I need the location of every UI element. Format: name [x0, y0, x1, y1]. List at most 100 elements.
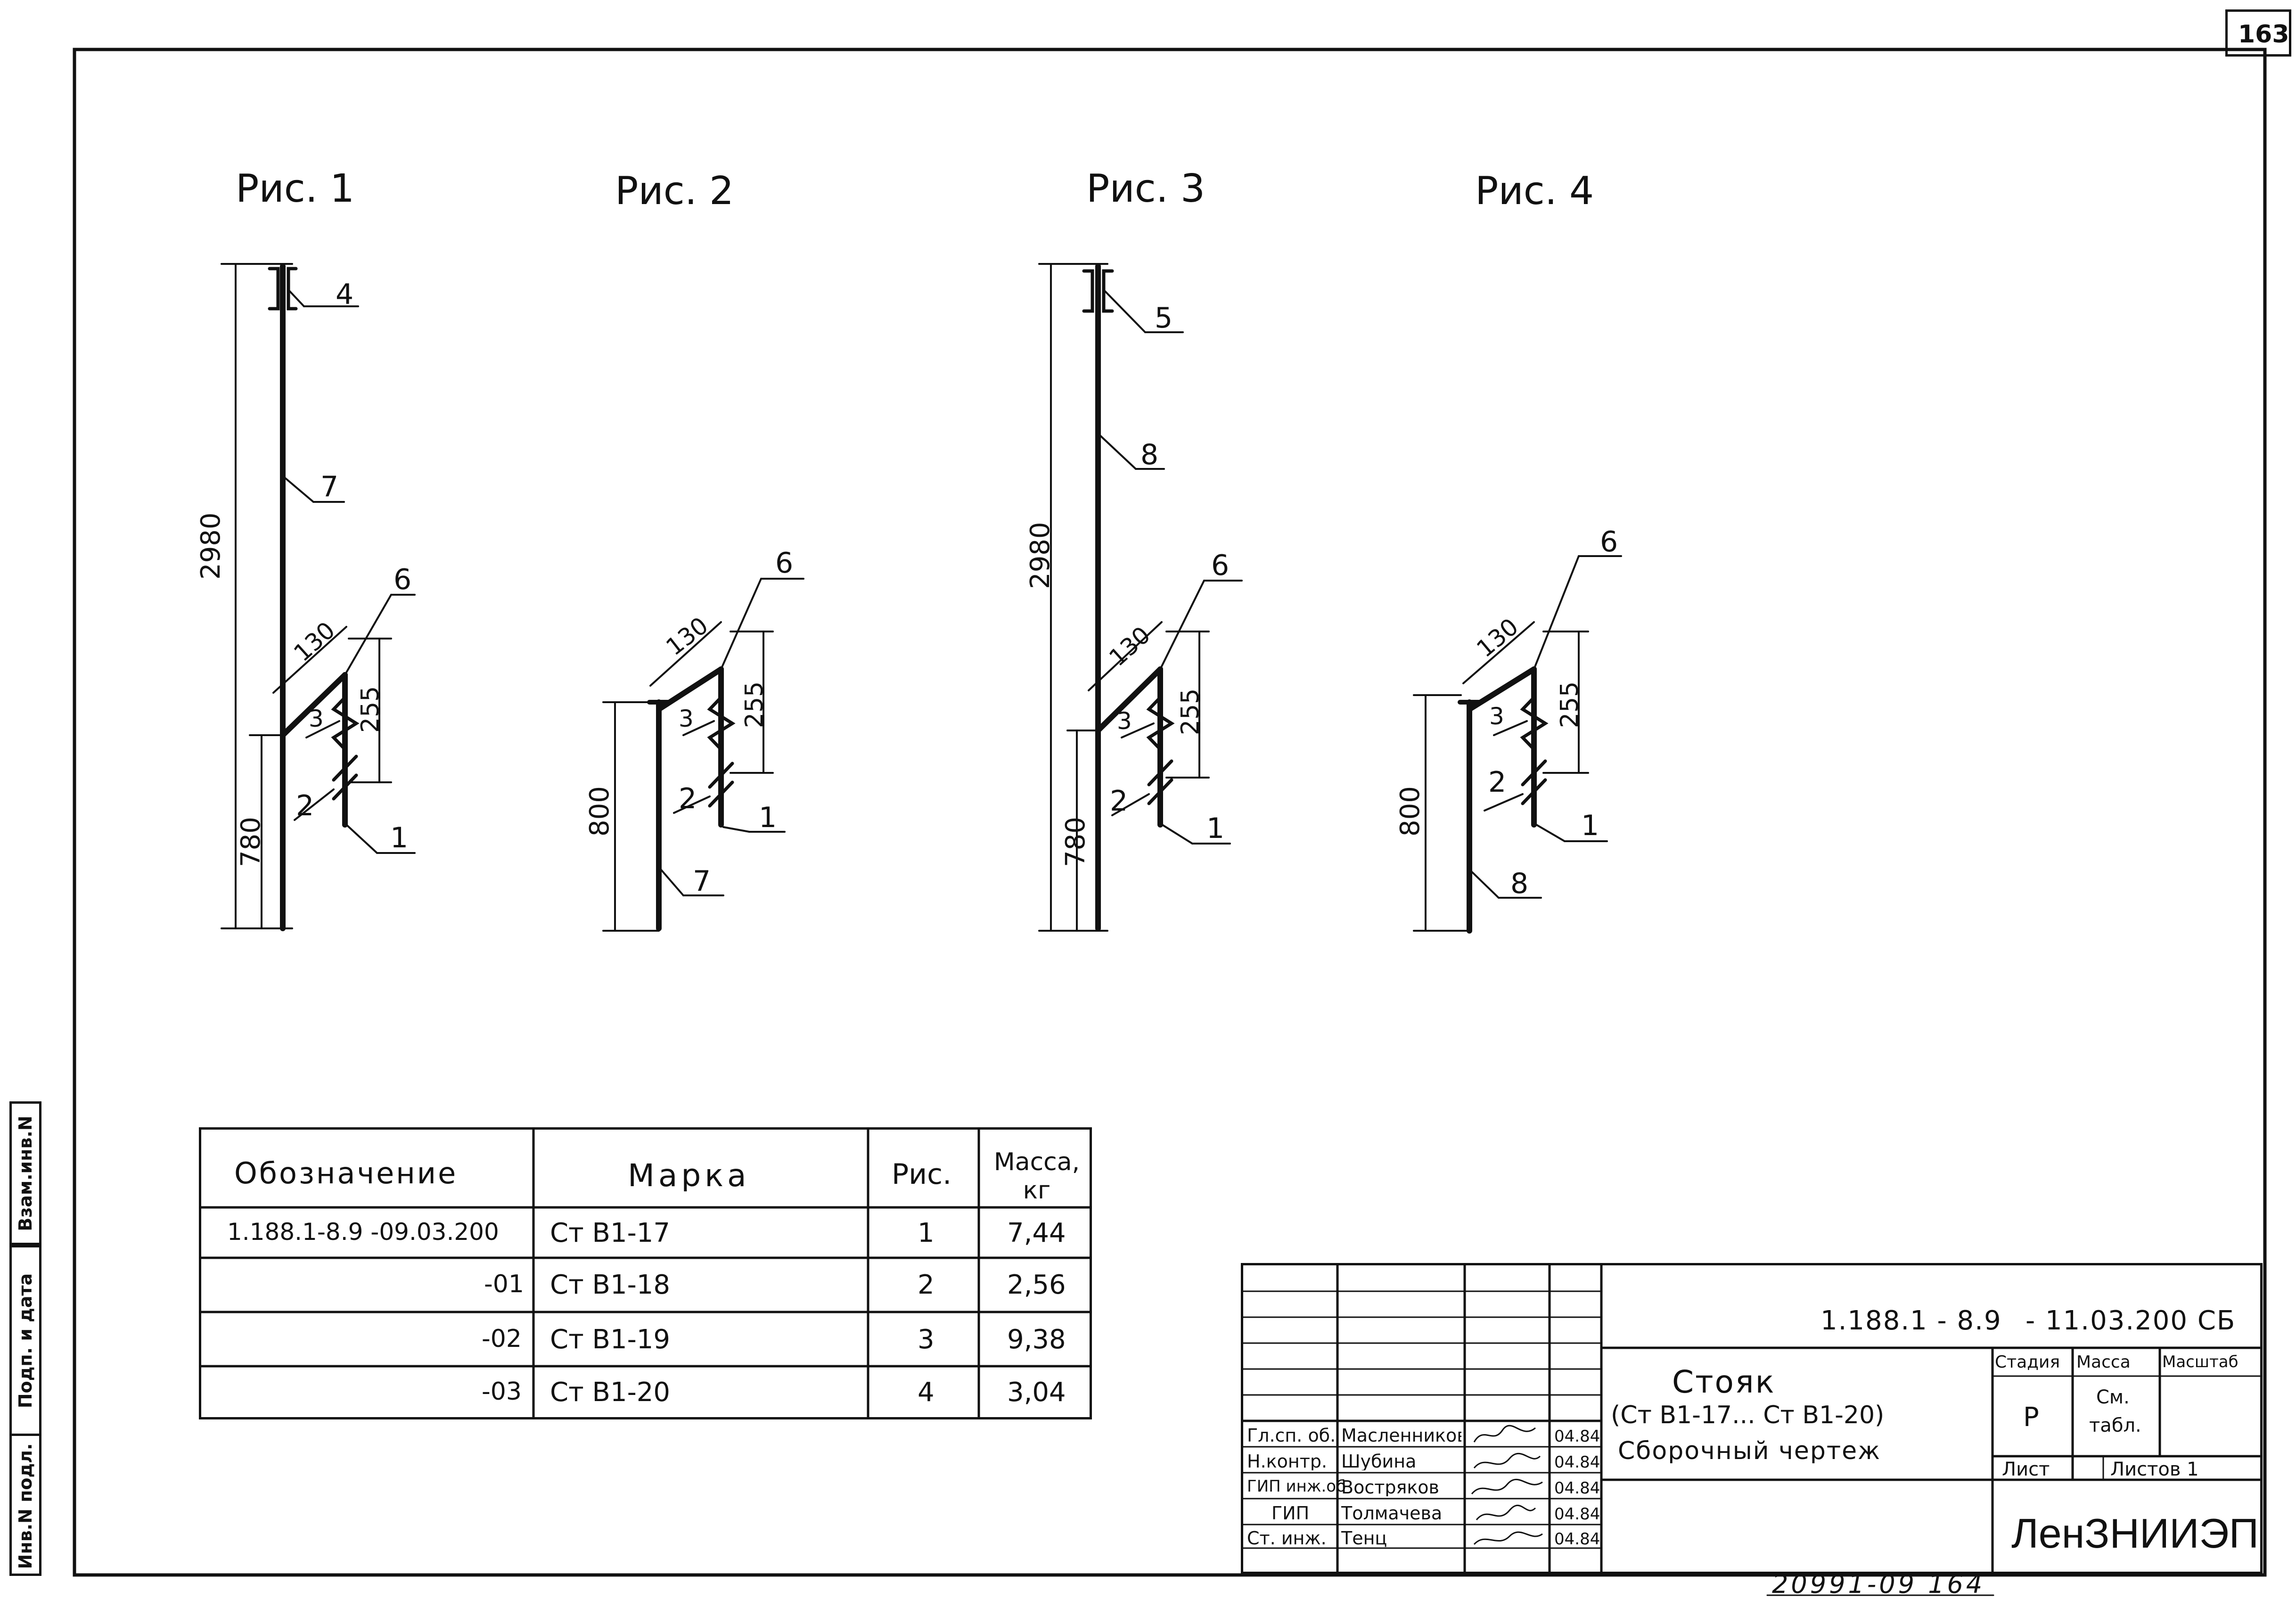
sig-name-2: Шубина [1341, 1452, 1417, 1470]
fig1-label-clamp: 2 [296, 789, 314, 822]
fig3-label-base: 1 [1206, 812, 1225, 845]
specification-table: Обозначение Марка Рис. Масса, кг 1.188.1… [199, 1127, 1092, 1419]
sig-name-4: Толмачева [1341, 1504, 1443, 1522]
header-mass-tb: Масса [2076, 1354, 2131, 1371]
row1-fig: 1 [918, 1220, 935, 1246]
header-mass: Масса, кг [993, 1148, 1080, 1205]
bottom-code: 20991-09 164 [1772, 1569, 1985, 1599]
table-grid [201, 1130, 1090, 1417]
doc-code: 1.188.1 - 8.9 [1820, 1308, 2002, 1334]
sig-name-1: Масленников [1341, 1427, 1461, 1444]
fig1-dim-span: 255 [356, 686, 385, 733]
fig1-dim-lower: 780 [236, 817, 266, 867]
row1-mark: Ст В1-17 [550, 1220, 671, 1246]
sheet-frame [73, 48, 2267, 1577]
figure-4-title: Рис. 4 [1475, 169, 1594, 213]
signature-scribbles [1471, 1425, 1543, 1545]
row2-mass: 2,56 [1007, 1272, 1066, 1298]
fig2-dim-span: 255 [740, 681, 769, 728]
row4-fig: 4 [918, 1379, 935, 1406]
fig1-label-spring: 3 [309, 705, 324, 732]
fig4-dim-span: 255 [1556, 681, 1584, 728]
fig1-dim-total: 2980 [196, 512, 226, 580]
organization-name: ЛенЗНИИЭП [2011, 1513, 2259, 1554]
fig3-label-clamp: 2 [1110, 785, 1128, 818]
fig2-label-spring: 3 [679, 705, 694, 732]
sig-role-4: ГИП [1271, 1504, 1310, 1522]
row2-fig: 2 [918, 1272, 935, 1298]
fig3-dim-total: 2980 [1025, 522, 1056, 589]
fig3-dim-span: 255 [1176, 688, 1205, 735]
fig3-label-rod: 8 [1140, 438, 1159, 471]
sig-name-3: Востряков [1341, 1478, 1439, 1496]
doc-suffix: - 11.03.200 СБ [2025, 1308, 2236, 1334]
fig1-label-top-item: 4 [336, 278, 354, 311]
row3-designation: -02 [482, 1327, 522, 1351]
sig-date-5: 04.84 [1554, 1531, 1600, 1547]
fig1-label-base: 1 [390, 821, 409, 854]
sig-role-3: ГИП инж.об [1247, 1478, 1346, 1494]
page-number: 163 [2238, 20, 2289, 49]
doc-name-line1: Стояк [1672, 1367, 1776, 1398]
row4-mass: 3,04 [1007, 1379, 1066, 1406]
figure-4-drawing [1413, 555, 1622, 934]
side-cell-inv-podl: Инв.N подл. [15, 1443, 36, 1569]
header-designation: Обозначение [234, 1159, 458, 1188]
row3-mass: 9,38 [1007, 1327, 1066, 1353]
header-stage: Стадия [1995, 1354, 2060, 1371]
sig-name-5: Тенц [1341, 1529, 1387, 1547]
sig-date-1: 04.84 [1554, 1428, 1600, 1444]
sig-role-2: Н.контр. [1247, 1452, 1328, 1470]
figure-2-title: Рис. 2 [615, 169, 734, 213]
row4-designation: -03 [482, 1379, 522, 1404]
sig-role-5: Ст. инж. [1247, 1529, 1327, 1547]
fig2-label-clamp: 2 [679, 782, 697, 815]
figure-1-title: Рис. 1 [236, 166, 355, 211]
header-scale: Масштаб [2162, 1354, 2239, 1370]
fig3-label-bracket: 6 [1211, 549, 1230, 582]
figure-3-title: Рис. 3 [1086, 166, 1205, 211]
header-mark: Марка [628, 1160, 750, 1191]
figure-1-drawing [221, 263, 416, 931]
fig4-label-spring: 3 [1489, 703, 1504, 730]
fig4-label-clamp: 2 [1488, 766, 1507, 799]
stage-value: Р [2023, 1404, 2039, 1431]
row2-designation: -01 [484, 1272, 524, 1296]
sig-date-3: 04.84 [1554, 1480, 1600, 1496]
row1-mass: 7,44 [1007, 1220, 1066, 1246]
fig1-label-rod: 7 [320, 470, 339, 503]
title-block: Гл.сп. об. Масленников 04.84 Н.контр. Шу… [1241, 1263, 2263, 1574]
title-block-grid [1243, 1265, 2260, 1572]
header-fig: Рис. [892, 1160, 952, 1189]
sig-role-1: Гл.сп. об. [1247, 1427, 1336, 1444]
doc-name-line3: Сборочный чертеж [1618, 1439, 1881, 1463]
fig3-label-spring: 3 [1117, 707, 1132, 735]
fig4-label-base: 1 [1581, 809, 1599, 842]
fig2-label-base: 1 [759, 801, 777, 834]
row3-mark: Ст В1-19 [550, 1327, 671, 1353]
side-cell-vzam-inv: Взам.инв.N [12, 1104, 39, 1245]
side-cell-podp-data: Подп. и дата [12, 1245, 39, 1436]
fig4-label-rod: 8 [1510, 867, 1529, 900]
page-number-box: 163 [2225, 9, 2291, 57]
fig3-dim-lower: 780 [1060, 817, 1091, 867]
fig1-label-bracket: 6 [394, 563, 412, 596]
row3-fig: 3 [918, 1327, 935, 1353]
doc-name-line2: (Ст В1-17... Ст В1-20) [1611, 1403, 1885, 1427]
fig4-label-bracket: 6 [1600, 525, 1618, 558]
sig-date-4: 04.84 [1554, 1506, 1600, 1522]
mass-value-2: табл. [2089, 1416, 2141, 1435]
side-stamp: Инв.N подл. Подп. и дата Взам.инв.N [9, 1101, 41, 1576]
row1-designation: 1.188.1-8.9 -09.03.200 [227, 1220, 499, 1244]
sig-date-2: 04.84 [1554, 1454, 1600, 1470]
fig4-dim-lower: 800 [1395, 786, 1426, 836]
figure-3-drawing [1038, 263, 1243, 932]
fig2-label-bracket: 6 [775, 547, 794, 580]
fig2-dim-lower: 800 [584, 786, 615, 836]
figure-2-drawing [602, 578, 804, 932]
row2-mark: Ст В1-18 [550, 1272, 671, 1298]
sheet-label: Лист [2002, 1460, 2050, 1479]
fig3-label-top-item: 5 [1155, 302, 1173, 335]
